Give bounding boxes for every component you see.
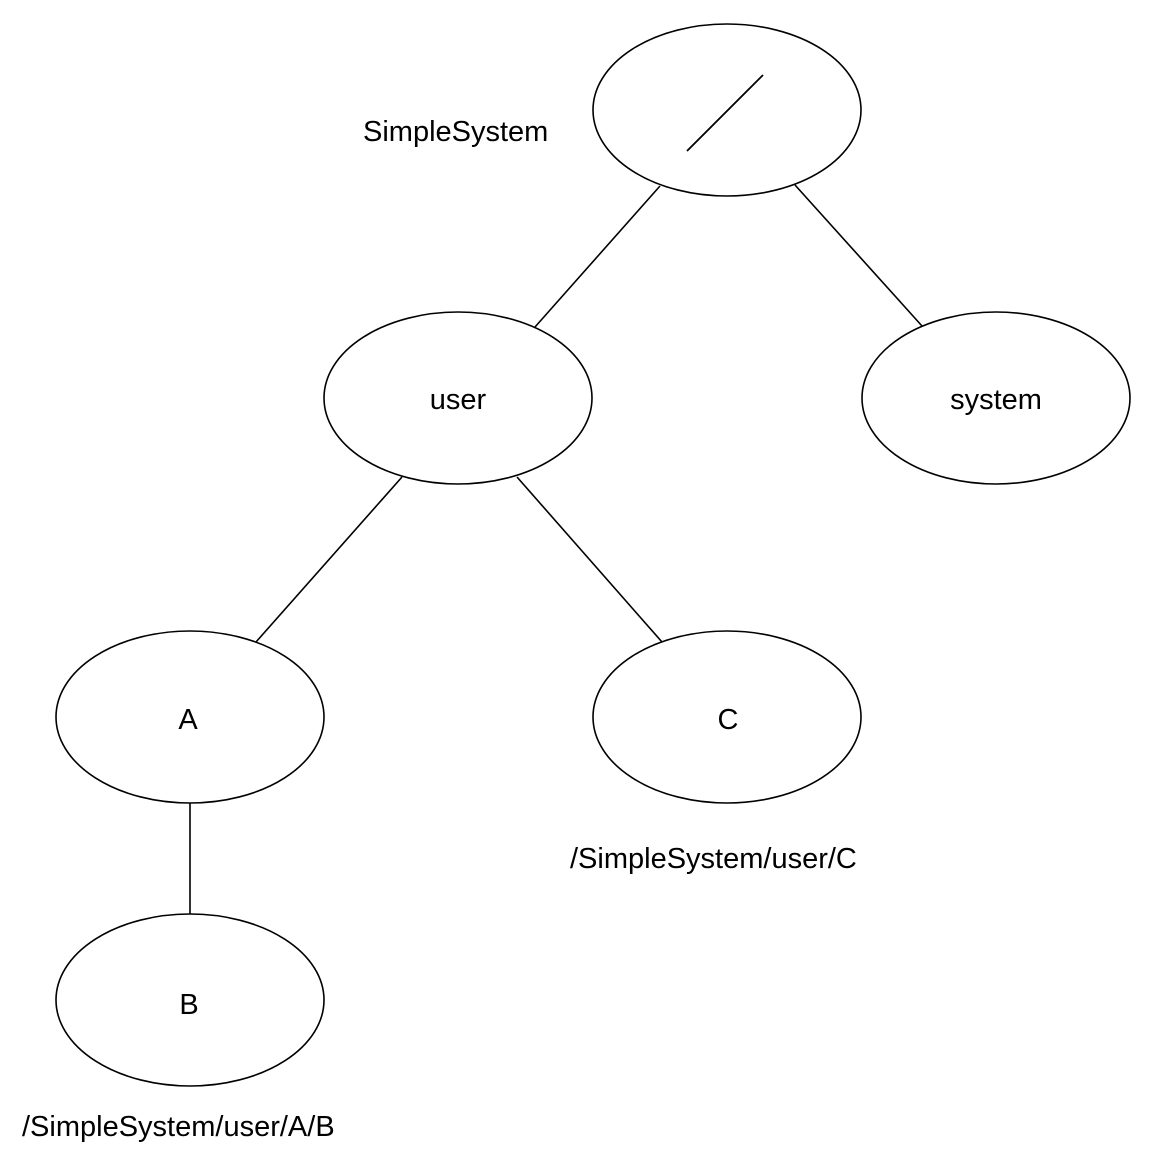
node-c-label: C bbox=[718, 704, 739, 736]
path-caption-c: /SimpleSystem/user/C bbox=[570, 843, 857, 875]
node-a-label: A bbox=[178, 704, 198, 736]
node-b-label: B bbox=[179, 989, 198, 1021]
node-system: system bbox=[861, 311, 1131, 485]
node-root bbox=[592, 23, 862, 197]
node-user: user bbox=[323, 311, 593, 485]
edge-user-c bbox=[516, 476, 663, 643]
edge-root-user bbox=[534, 185, 661, 328]
edge-root-system bbox=[794, 184, 923, 327]
node-c: C bbox=[592, 630, 862, 804]
root-slash-icon bbox=[686, 74, 764, 152]
path-caption-b: /SimpleSystem/user/A/B bbox=[22, 1111, 335, 1143]
node-a: A bbox=[55, 630, 325, 804]
node-user-label: user bbox=[430, 384, 487, 416]
edge-user-a bbox=[255, 476, 403, 643]
node-b: B bbox=[55, 913, 325, 1087]
node-system-label: system bbox=[950, 384, 1042, 416]
root-caption: SimpleSystem bbox=[363, 116, 548, 148]
